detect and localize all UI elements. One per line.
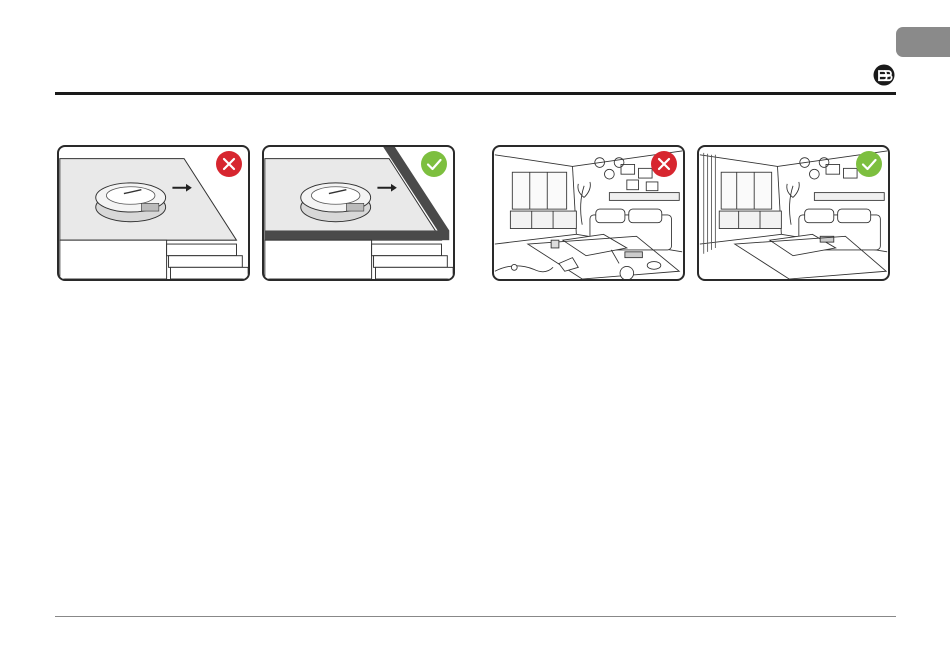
- brand-logo-icon: [873, 64, 895, 86]
- correct-badge: [421, 151, 447, 177]
- language-tab[interactable]: [896, 27, 950, 57]
- illustration-stairs-unprotected: [57, 145, 250, 281]
- correct-badge: [856, 151, 882, 177]
- footer-rule: [55, 616, 896, 617]
- illustration-room-tidy: [697, 145, 890, 281]
- check-icon: [421, 151, 447, 177]
- cross-icon: [216, 151, 242, 177]
- check-icon: [856, 151, 882, 177]
- incorrect-badge: [216, 151, 242, 177]
- robot-vacuum-icon: [96, 183, 166, 222]
- robot-vacuum-icon: [301, 183, 371, 222]
- cross-icon: [651, 151, 677, 177]
- incorrect-badge: [651, 151, 677, 177]
- illustration-room-cluttered: [492, 145, 685, 281]
- illustration-stairs-protected: [262, 145, 455, 281]
- header-rule: [55, 92, 896, 95]
